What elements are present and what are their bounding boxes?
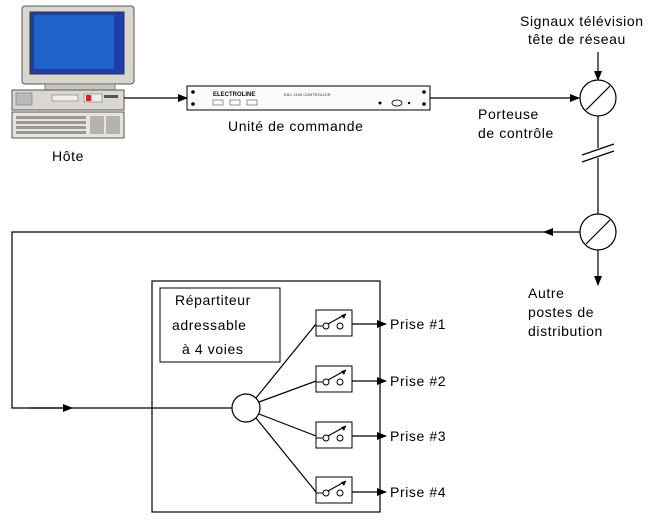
switch-icon-2 — [315, 365, 353, 393]
splitter-label-line1: Répartiteur — [175, 292, 251, 308]
monitor-icon — [21, 5, 135, 91]
other-stations-label-line1: Autre — [528, 285, 564, 301]
control-unit-device: ELECTROLINE EAC 2100 CONTROLLER — [186, 85, 431, 111]
device-model: EAC 2100 CONTROLLER — [284, 92, 331, 97]
lower-coupler — [579, 213, 617, 251]
branch-line-3 — [258, 413, 317, 437]
keyboard-icon — [11, 111, 125, 139]
outlet-label-2: Prise #2 — [390, 373, 446, 389]
control-unit-label: Unité de commande — [228, 118, 364, 134]
control-carrier-label-line2: de contrôle — [478, 125, 554, 141]
switch-icon-1 — [315, 309, 353, 337]
splitter-enclosure — [151, 280, 381, 513]
host-computer — [11, 5, 135, 139]
control-carrier-label-line1: Porteuse — [478, 106, 539, 122]
switch-icon-4 — [315, 476, 353, 504]
splitter-label-box — [159, 287, 281, 363]
device-brand: ELECTROLINE — [213, 92, 255, 98]
outlet-label-3: Prise #3 — [390, 428, 446, 444]
branch-line-2 — [258, 380, 317, 403]
tv-signals-label-line2: tête de réseau — [528, 31, 626, 47]
branch-line-1 — [255, 323, 317, 399]
splitter-label-line3: à 4 voies — [182, 341, 243, 357]
feeder-line — [11, 231, 544, 409]
splitter-node — [231, 393, 261, 423]
tv-signals-label-line1: Signaux télévision — [520, 13, 644, 29]
branch-line-4 — [255, 417, 317, 493]
other-stations-label-line2: postes de — [528, 304, 594, 320]
outlet-label-1: Prise #1 — [390, 316, 446, 332]
switch-icon-3 — [315, 421, 353, 449]
host-label: Hôte — [52, 148, 84, 164]
cable-break-icon — [581, 143, 615, 163]
top-coupler — [579, 79, 617, 117]
system-unit-icon — [11, 89, 125, 111]
outlet-label-4: Prise #4 — [390, 484, 446, 500]
splitter-label-line2: adressable — [172, 317, 247, 333]
other-stations-label-line3: distribution — [528, 323, 603, 339]
